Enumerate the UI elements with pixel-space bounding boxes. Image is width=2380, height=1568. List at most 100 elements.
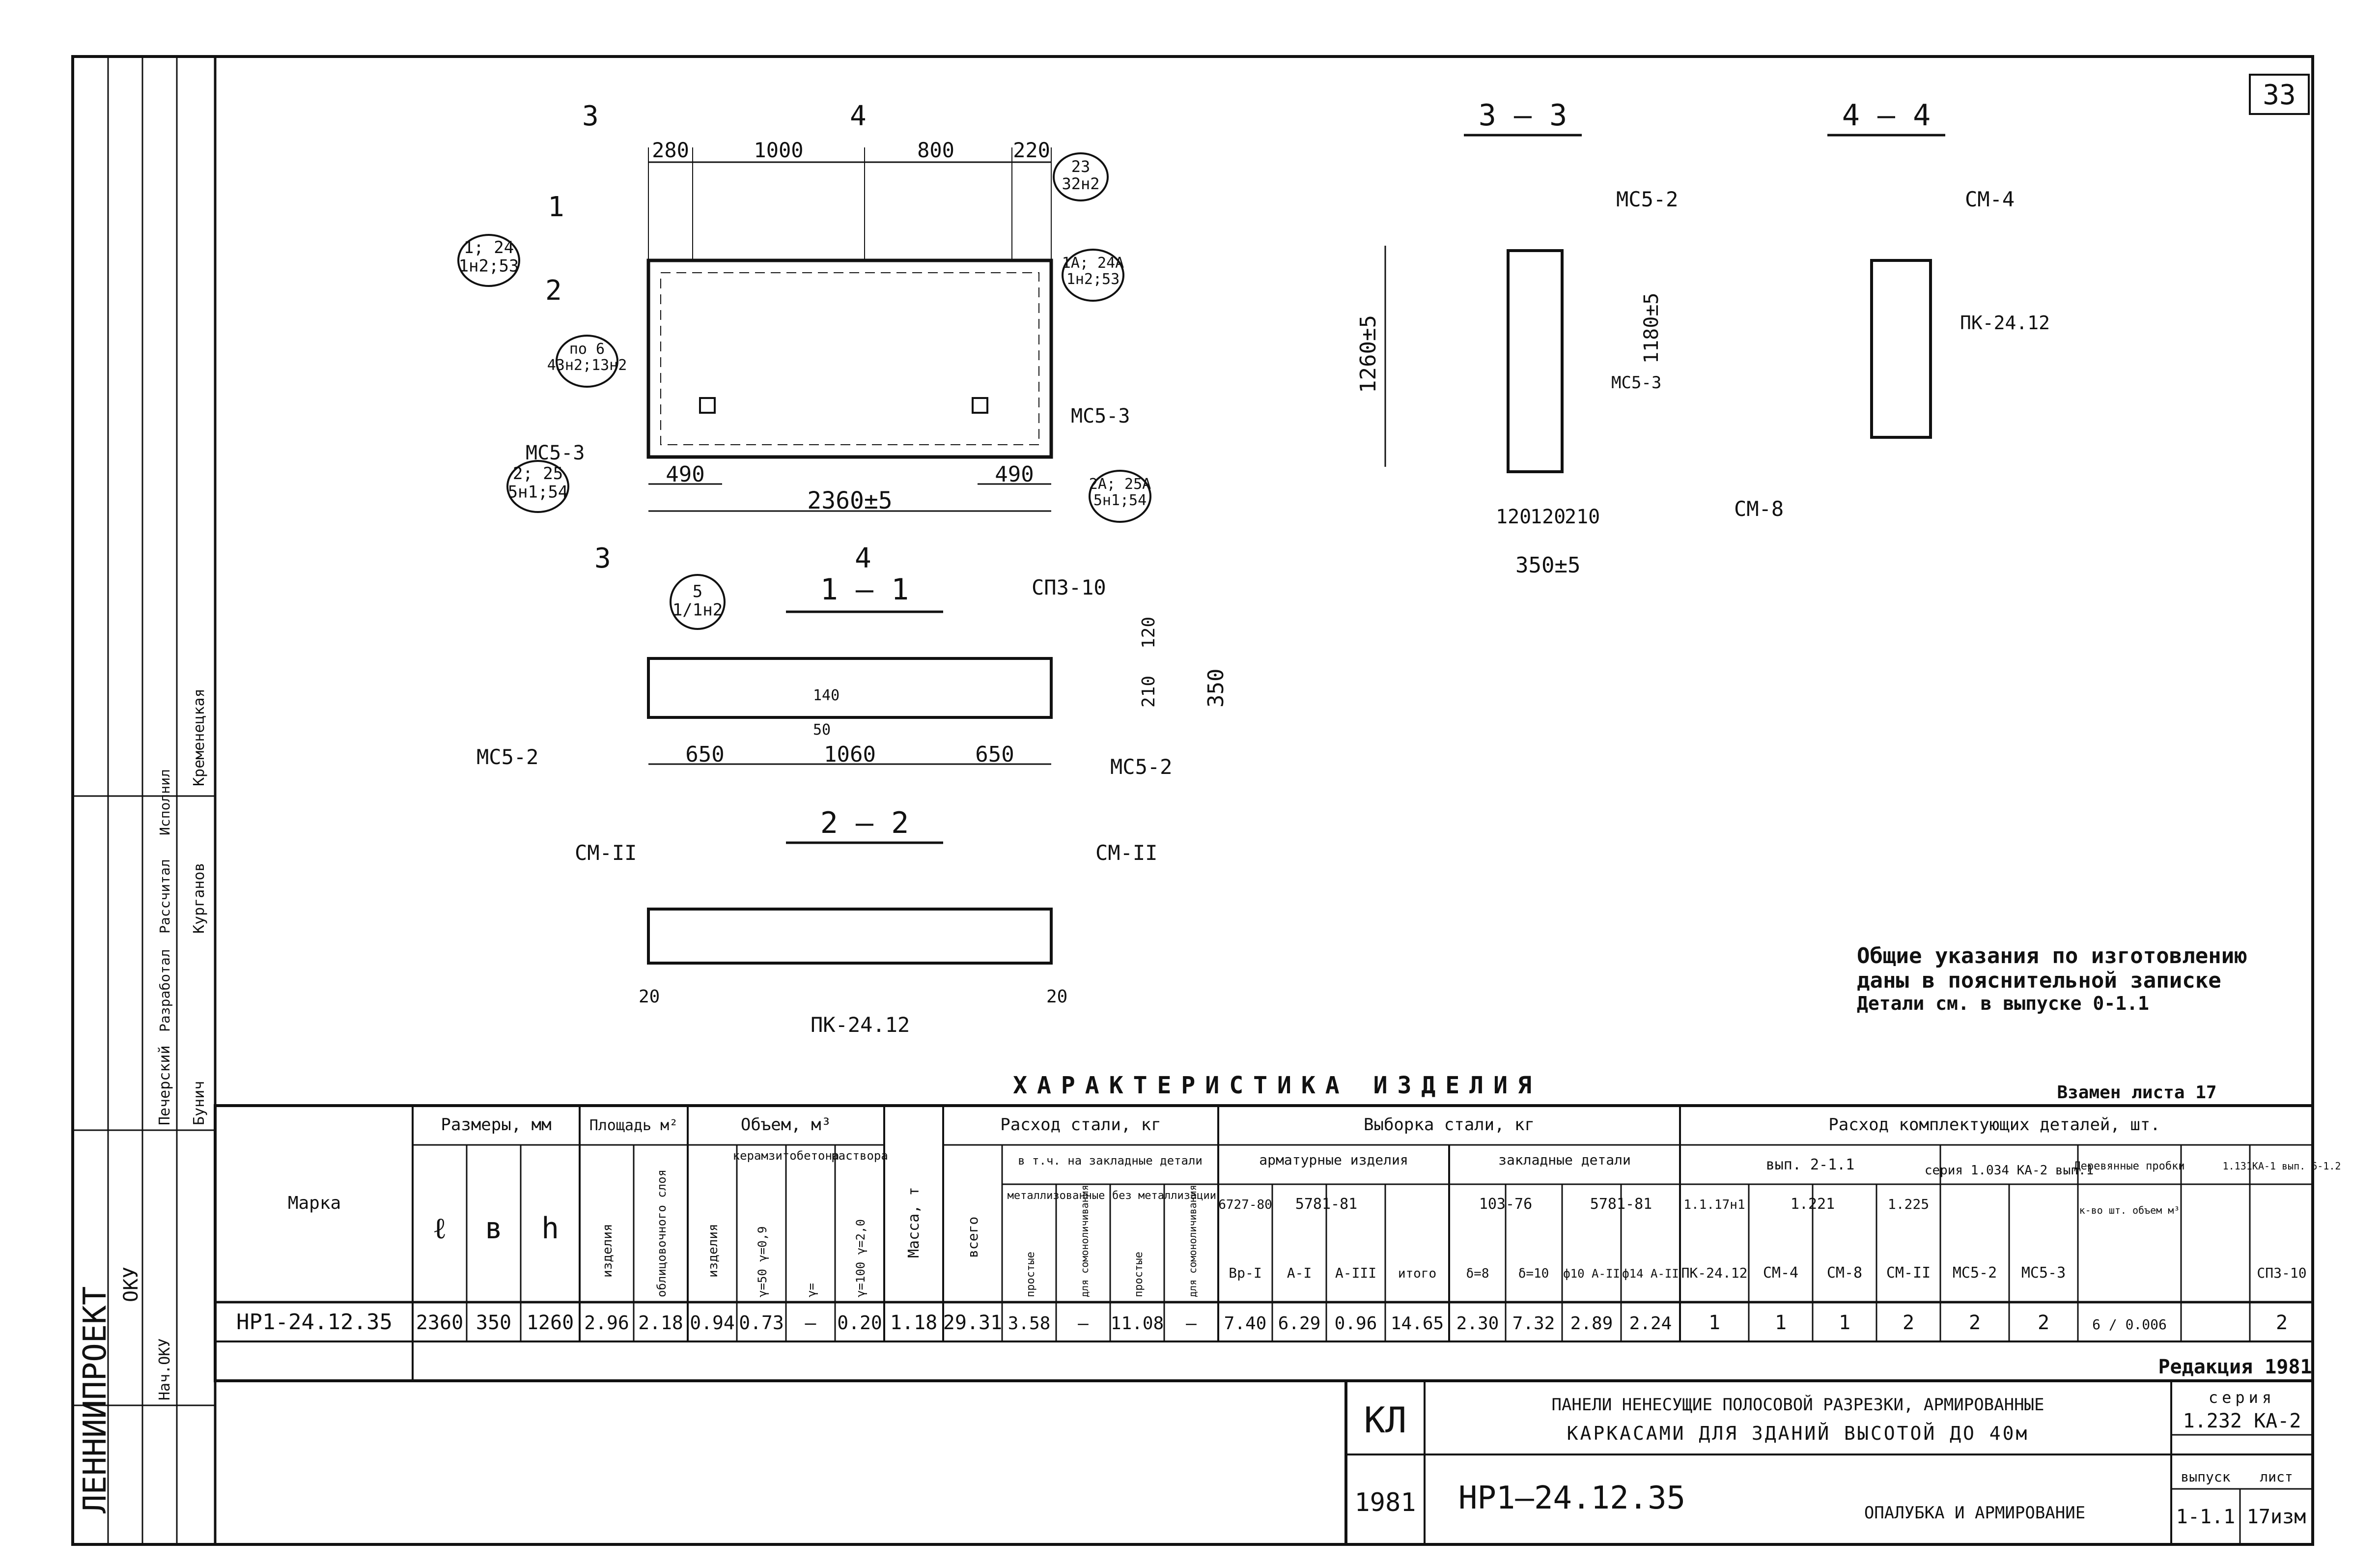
stamp-sheet-label: лист [2260, 1469, 2293, 1485]
row-part-1: 1 [1775, 1311, 1787, 1334]
row-part-5: 2 [2038, 1311, 2049, 1334]
sec11-rdim-1: 210 [1139, 676, 1159, 708]
hdr-part-0: ПК-24.12 [1681, 1265, 1748, 1281]
hdr-b: в [485, 1211, 503, 1246]
hdr-part-7: СПЗ-10 [2257, 1265, 2306, 1281]
stamp-desc-2: КАРКАСАМИ ДЛЯ ЗДАНИЙ ВЫСОТОЙ ДО 40м [1567, 1423, 2029, 1444]
general-notes: Общие указания по изготовлению даны в по… [1857, 943, 2247, 1014]
hdr-vol-r1: γ=100 γ=2,0 [854, 1219, 868, 1297]
hdr-wood: Деревянные пробки [2074, 1160, 2184, 1172]
front-elevation: 280 1000 800 220 2360±5 490 490 3 4 3 4 … [457, 100, 1151, 574]
hdr-emb-sub-0: δ=8 [1466, 1266, 1489, 1281]
stamp-desc-1: ПАНЕЛИ НЕНЕСУЩИЕ ПОЛОСОВОЙ РАЗРЕЗКИ, АРМ… [1551, 1395, 2044, 1415]
hdr-arm-sub-1: A-I [1287, 1265, 1312, 1281]
sec11-mid-dim-1: 140 [813, 687, 840, 704]
hdr-area-item: изделия [600, 1224, 615, 1278]
row-steel-3: — [1186, 1313, 1197, 1334]
hdr-series: серия 1.034 КА-2 вып.1 [1925, 1163, 2094, 1178]
sec22-label-bottom: ПК-24.12 [811, 1013, 910, 1037]
sec33-dim-total: 350±5 [1515, 553, 1580, 578]
hdr-gost1: 6727-80 [1218, 1197, 1272, 1212]
sec22-title: 2 — 2 [820, 806, 909, 840]
hdr-mass: Масса, т [905, 1187, 923, 1258]
characteristic-table: ХАРАКТЕРИСТИКА ИЗДЕЛИЯ Взамен листа 17 [214, 1072, 2341, 1382]
signer-2: Курганов [191, 863, 208, 934]
hdr-vyp2: 1.131КА-1 вып. 6-1.2 [2223, 1160, 2341, 1172]
section-mark-3-bottom: 3 [594, 542, 611, 574]
hdr-arm-sub-2: A-III [1335, 1265, 1376, 1281]
sec33-dim-b: 120 [1530, 506, 1566, 528]
sec44-label-mid: ПК-24.12 [1960, 312, 2050, 334]
row-vol-r: 0.20 [837, 1312, 882, 1334]
front-dim-top-0: 280 [652, 138, 689, 162]
row-emb-3: 2.24 [1629, 1313, 1672, 1334]
org-sub: ОКУ [120, 1267, 142, 1302]
hdr-part-5: МС5-3 [2021, 1264, 2066, 1282]
row-steel-total: 29.31 [943, 1311, 1002, 1334]
hdr-h: h [541, 1211, 559, 1246]
front-dim-left: 490 [666, 462, 704, 487]
hdr-steel: Расход стали, кг [1000, 1115, 1161, 1135]
section-3-3: 3 — 3 1260±5 1180±5 МС5-2 МС5-3 120 120 … [1356, 98, 1678, 578]
row-part-7: 2 [2276, 1311, 2288, 1334]
hdr-part-4: МС5-2 [1953, 1264, 1997, 1282]
hdr-wood-sub: к-во шт. объем м³ [2079, 1204, 2180, 1216]
hdr-area: Площадь м² [589, 1117, 678, 1134]
hdr-vol-item: изделия [706, 1224, 721, 1278]
front-embed-left: МС5-3 [526, 442, 585, 464]
sec44-title: 4 — 4 [1842, 98, 1931, 133]
row-mass: 1.18 [890, 1311, 937, 1334]
hdr-emb-sub-1: δ=10 [1518, 1266, 1549, 1281]
hdr-arm-sub-0: Вр-I [1229, 1265, 1261, 1281]
page-number-box [2249, 74, 2310, 115]
row-part-0: 1 [1708, 1311, 1720, 1334]
hdr-steel-nomet: без металлизации [1112, 1190, 1216, 1202]
stamp-year: 1981 [1354, 1488, 1416, 1517]
front-dim-total: 2360±5 [807, 487, 892, 514]
row-part-6: 6 / 0.006 [2092, 1316, 2167, 1333]
stamp-series-label: серия [2209, 1388, 2275, 1407]
section-mark-4-top: 4 [850, 100, 867, 132]
front-dim-top-2: 800 [917, 138, 954, 162]
front-embed-right: МС5-3 [1071, 405, 1130, 428]
sec11-title: 1 — 1 [820, 572, 909, 607]
row-vol-k2: — [805, 1312, 816, 1334]
row-area-layer: 2.18 [638, 1312, 683, 1334]
sec33-dim-height: 1260±5 [1356, 315, 1381, 393]
hdr-emb-sub-2: ф10 A-II [1563, 1267, 1620, 1281]
table-title: ХАРАКТЕРИСТИКА ИЗДЕЛИЯ [1013, 1072, 1541, 1099]
row-part-2: 1 [1839, 1311, 1850, 1334]
row-steel-1: — [1078, 1313, 1089, 1334]
sec11-dim-2: 650 [975, 742, 1014, 767]
hdr-part-1: СМ-4 [1763, 1264, 1798, 1282]
note-line-0: Общие указания по изготовлению [1857, 943, 2247, 969]
hdr-s2: 1.221 [1791, 1196, 1835, 1213]
hdr-emb-sub-3: ф14 A-II [1622, 1267, 1679, 1281]
hdr-vol-k1: γ=50 γ=0,9 [756, 1226, 769, 1298]
hdr-part-3: СМ-II [1886, 1264, 1931, 1282]
hdr-sample: Выборка стали, кг [1364, 1115, 1535, 1135]
hdr-arm-sub-3: итого [1398, 1266, 1436, 1281]
role-2: Разработал [157, 949, 173, 1032]
hdr-steel-met: металлизованные [1008, 1190, 1105, 1202]
hdr-arm: арматурные изделия [1259, 1152, 1408, 1168]
hdr-vyp: вып. 2-1.1 [1766, 1156, 1855, 1173]
org-name: ЛЕННИИПРОЕКТ [77, 1286, 113, 1513]
sec33-dim-c: 210 [1565, 506, 1600, 528]
row-b: 350 [476, 1311, 511, 1334]
sec33-title: 3 — 3 [1479, 98, 1568, 133]
hdr-steel-total: всего [965, 1217, 981, 1258]
replace-note: Взамен листа 17 [2057, 1083, 2216, 1103]
row-arm-2: 0.96 [1335, 1313, 1377, 1334]
hdr-l: ℓ [433, 1211, 447, 1246]
sec33-label-top: МС5-2 [1616, 187, 1678, 211]
sec11-label-top: СПЗ-10 [1032, 575, 1106, 599]
sec33-dim-a: 120 [1496, 506, 1531, 528]
